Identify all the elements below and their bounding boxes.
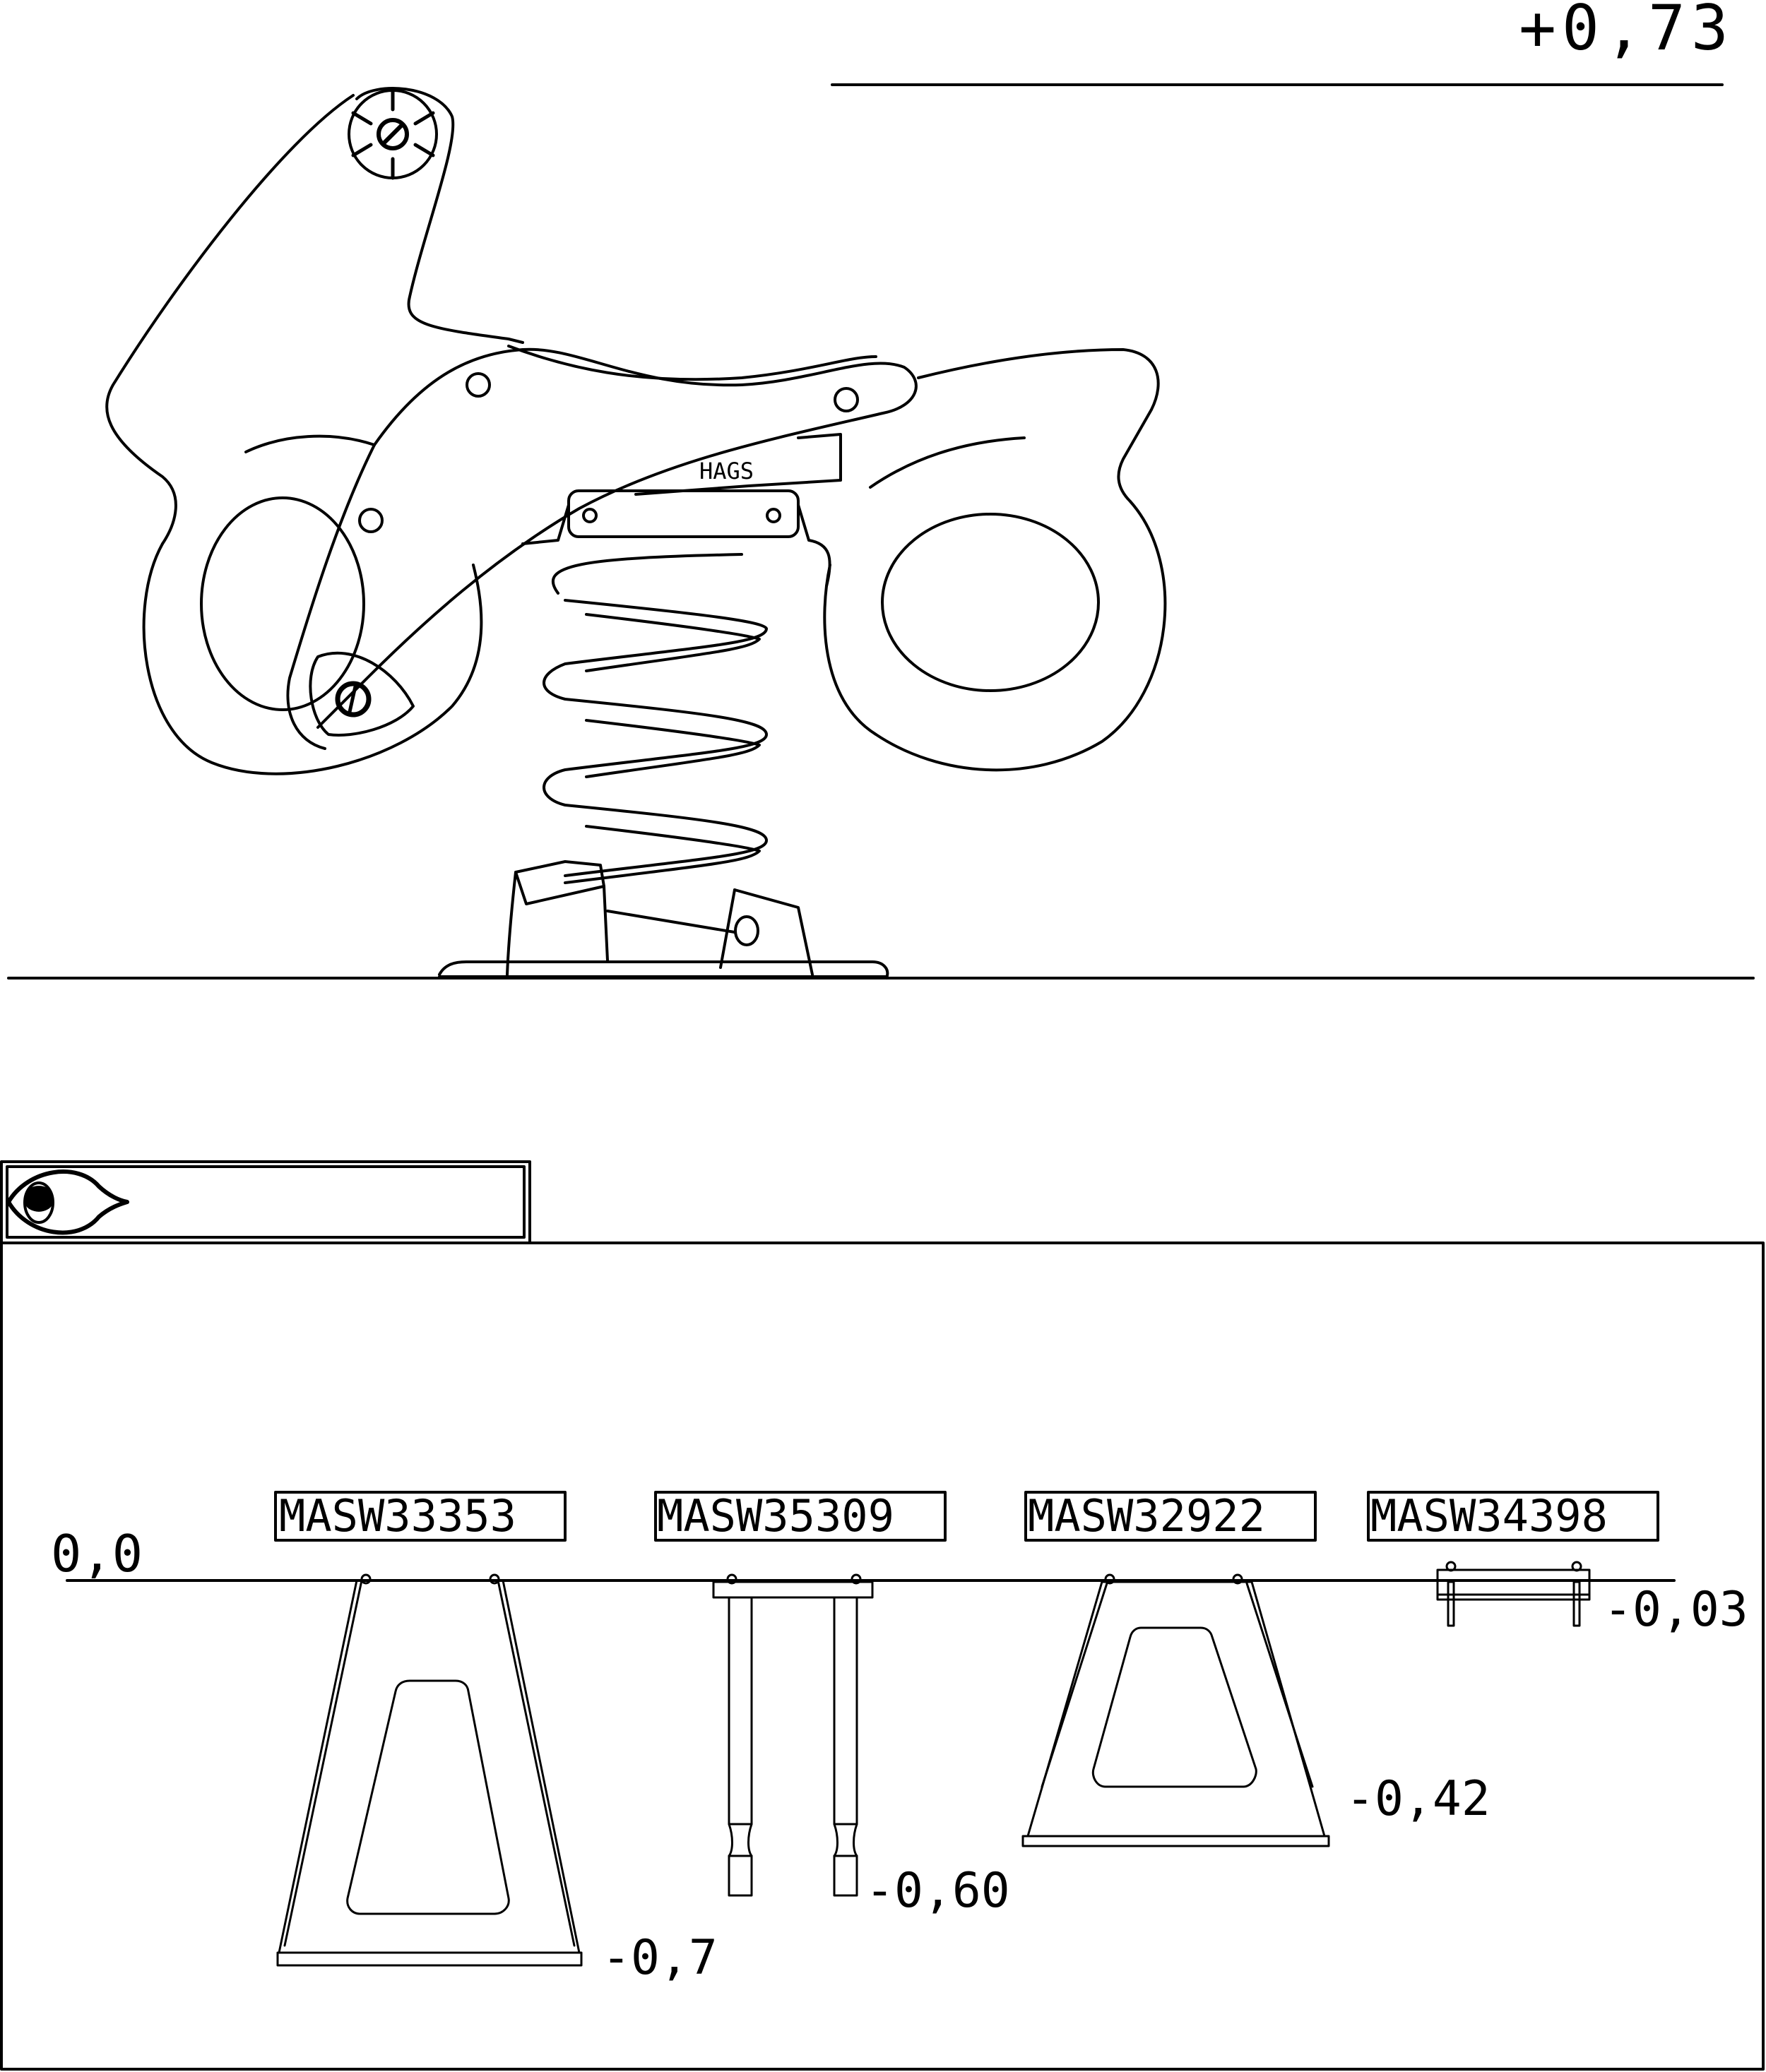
anchor-depth: -0,42 bbox=[1346, 1771, 1491, 1827]
rear-wheel-outer bbox=[823, 500, 1167, 772]
anchor-code: MASW33353 bbox=[279, 1490, 516, 1542]
tank-plate bbox=[634, 433, 842, 496]
spring-coil bbox=[543, 553, 768, 884]
mount-bracket-left bbox=[521, 504, 570, 545]
top-height-marker: +0,73 bbox=[831, 0, 1734, 86]
anchor-code-box bbox=[654, 1491, 947, 1542]
anchor-body bbox=[278, 1579, 581, 1954]
mount-bolt-left bbox=[582, 508, 598, 523]
body-frame bbox=[316, 347, 918, 729]
anchor-code-box bbox=[274, 1491, 567, 1542]
view-panel-header bbox=[0, 1160, 531, 1244]
anchor-code: MASW32922 bbox=[1028, 1490, 1265, 1542]
rear-fender-arc bbox=[869, 436, 1026, 489]
anchor-code: MASW34398 bbox=[1370, 1490, 1608, 1542]
headlight-bolt-slot bbox=[382, 124, 403, 145]
front-fairing-outline-outer bbox=[105, 94, 355, 545]
front-fender-arc bbox=[244, 434, 376, 453]
mount-bracket-right bbox=[797, 504, 831, 588]
anchor-bolts bbox=[1445, 1561, 1582, 1627]
anchor-pegs bbox=[728, 1596, 858, 1897]
spring-rider-motorbike: HAGS bbox=[105, 87, 1167, 980]
anchor-masw35309: MASW35309 -0,60 bbox=[654, 1490, 1010, 1919]
anchor-rail bbox=[1436, 1568, 1591, 1601]
front-wheel-outer bbox=[142, 542, 483, 775]
handle-grip-outline bbox=[309, 651, 415, 737]
frame-bolt-3 bbox=[358, 508, 384, 533]
headlight-spokes bbox=[351, 88, 435, 180]
anchor-code-box bbox=[1367, 1491, 1659, 1542]
anchor-top-plate bbox=[712, 1580, 874, 1599]
handle-bolt bbox=[335, 681, 372, 718]
anchor-code: MASW35309 bbox=[657, 1490, 894, 1542]
mount-bolt-right bbox=[766, 508, 781, 523]
rear-wheel-hub bbox=[881, 513, 1100, 692]
anchor-depth: -0,7 bbox=[602, 1930, 718, 1986]
anchor-window bbox=[346, 1679, 510, 1915]
frame-bolt-1 bbox=[466, 372, 491, 398]
anchor-masw34398: MASW34398 -0,03 bbox=[1367, 1490, 1748, 1638]
anchor-masw33353: MASW33353 -0,7 bbox=[274, 1490, 718, 1986]
handle-bolt-slot bbox=[348, 684, 357, 714]
anchor-body bbox=[1026, 1580, 1326, 1838]
ground-reference-label: 0,0 bbox=[51, 1524, 143, 1583]
top-height-label: +0,73 bbox=[1519, 0, 1734, 64]
anchor-depth: -0,03 bbox=[1604, 1582, 1748, 1638]
eye-icon bbox=[6, 1169, 129, 1235]
fork-left-edge bbox=[286, 443, 376, 750]
anchor-masw32922: MASW32922 -0,42 bbox=[1021, 1490, 1491, 1847]
front-wheel-hub bbox=[200, 496, 365, 711]
anchor-depth: -0,60 bbox=[865, 1863, 1010, 1919]
front-fairing-outline bbox=[355, 87, 524, 344]
frame-bolt-2 bbox=[834, 387, 859, 412]
brand-label: HAGS bbox=[699, 458, 754, 484]
view-panel-frame bbox=[0, 1242, 1765, 2071]
headlight-bolt bbox=[377, 118, 409, 150]
spring-mount-plate bbox=[567, 489, 800, 538]
reference-level: 0,0 bbox=[51, 1524, 1676, 1583]
anchor-base-plate bbox=[276, 1951, 583, 1967]
anchor-base-plate bbox=[1021, 1835, 1330, 1847]
anchor-window bbox=[1091, 1626, 1257, 1788]
anchor-code-box bbox=[1024, 1491, 1317, 1542]
spring-base bbox=[438, 860, 889, 980]
seat-top bbox=[507, 345, 877, 381]
rear-fairing-top bbox=[917, 348, 1160, 503]
